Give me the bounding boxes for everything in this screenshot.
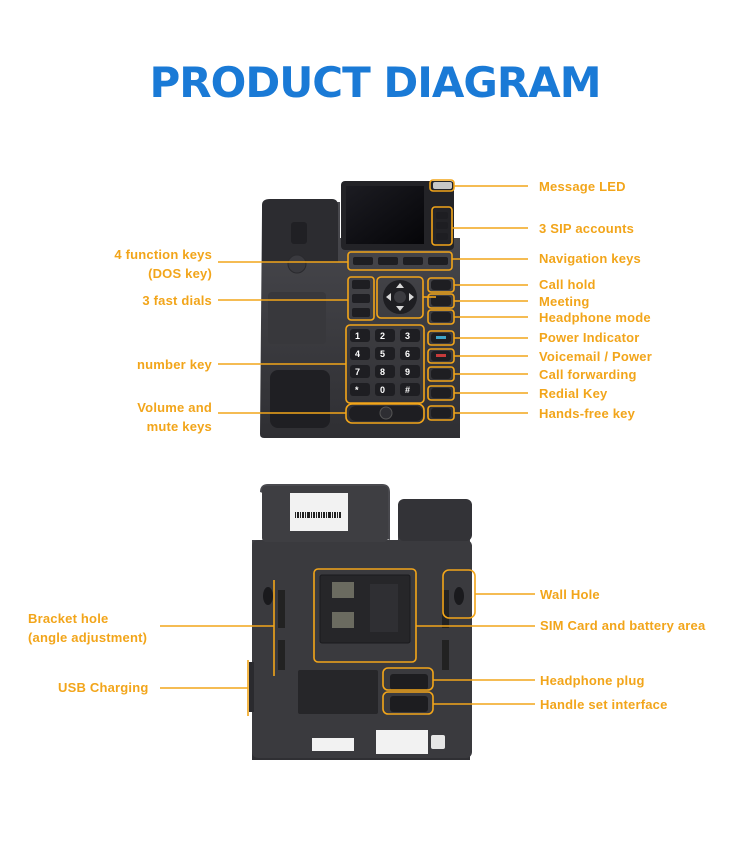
wall-hole-right xyxy=(454,587,464,605)
label-bracket-hole: Bracket hole (angle adjustment) xyxy=(28,609,147,647)
keypad-key xyxy=(350,347,370,360)
label-message-led: Message LED xyxy=(539,179,626,194)
bracket-hole-right-lower xyxy=(442,640,449,670)
usb-port xyxy=(249,662,254,712)
sip-key-1 xyxy=(436,212,448,219)
keypad-key xyxy=(400,347,420,360)
barcode-1 xyxy=(295,512,341,518)
keypad-key-label: 1 xyxy=(355,331,360,341)
label-volume-line2: mute keys xyxy=(146,419,212,434)
label-power-indicator: Power Indicator xyxy=(539,330,640,345)
headphone-port xyxy=(390,674,428,690)
label-sim-battery: SIM Card and battery area xyxy=(540,618,706,633)
label-call-forwarding: Call forwarding xyxy=(539,367,637,382)
keypad-key xyxy=(400,365,420,378)
keypad-key-label: 3 xyxy=(405,331,410,341)
sip-key-3 xyxy=(436,233,448,240)
keypad-key xyxy=(400,383,420,396)
speaker-grill xyxy=(268,292,326,344)
right-function-keys xyxy=(431,280,451,418)
bracket-hole-left-lower xyxy=(278,640,285,670)
keypad-key-label: * xyxy=(355,385,359,395)
bottom-rating-label xyxy=(376,730,428,754)
bottom-small-label xyxy=(431,735,445,749)
label-redial-key: Redial Key xyxy=(539,386,608,401)
label-voicemail-power: Voicemail / Power xyxy=(539,349,652,364)
keypad-key-label: 5 xyxy=(380,349,385,359)
label-bracket-hole-line2: (angle adjustment) xyxy=(28,630,148,645)
keypad-key-label: 2 xyxy=(380,331,385,341)
keypad-key-label: 9 xyxy=(405,367,410,377)
battery-slot xyxy=(370,584,398,632)
label-headphone-mode: Headphone mode xyxy=(539,310,651,325)
keypad-key-label: 7 xyxy=(355,367,360,377)
wall-hole-left xyxy=(263,587,273,605)
keypad-key-label: 8 xyxy=(380,367,385,377)
function-keys xyxy=(353,257,448,265)
keypad-key xyxy=(375,347,395,360)
navigation-ok xyxy=(394,291,406,303)
keypad-key xyxy=(350,365,370,378)
label-volume-keys: Volume and mute keys xyxy=(80,398,212,436)
label-number-key: number key xyxy=(137,357,212,372)
label-meeting: Meeting xyxy=(539,294,590,309)
keypad: 1 2 3 4 5 6 7 8 9 * 0 # xyxy=(350,329,420,396)
label-call-hold: Call hold xyxy=(539,277,596,292)
voicemail-light xyxy=(436,354,446,357)
label-function-keys: 4 function keys (DOS key) xyxy=(80,245,212,283)
power-indicator-light xyxy=(436,336,446,339)
lcd-screen xyxy=(346,186,424,244)
label-sip-accounts: 3 SIP accounts xyxy=(539,221,635,236)
keypad-key xyxy=(375,383,395,396)
keypad-key xyxy=(350,329,370,342)
label-wall-hole: Wall Hole xyxy=(540,587,600,602)
keypad-key xyxy=(400,329,420,342)
bracket-hole-left-upper xyxy=(278,590,285,628)
label-function-keys-line1: 4 function keys xyxy=(114,247,212,262)
keypad-key-label: 6 xyxy=(405,349,410,359)
label-handle-set: Handle set interface xyxy=(540,697,668,712)
fast-dial-keys xyxy=(352,280,370,317)
bottom-barcode-label xyxy=(312,738,354,751)
phone-back xyxy=(249,484,472,760)
label-function-keys-line2: (DOS key) xyxy=(148,266,212,281)
sim-slot-1 xyxy=(332,582,354,598)
keypad-key-label: 0 xyxy=(380,385,385,395)
label-fast-dials: 3 fast dials xyxy=(142,293,212,308)
label-navigation-keys: Navigation keys xyxy=(539,251,641,266)
keypad-key-label: # xyxy=(405,385,410,395)
handset-port xyxy=(390,696,428,712)
label-headphone-plug: Headphone plug xyxy=(540,673,645,688)
page-title: PRODUCT DIAGRAM xyxy=(149,58,602,107)
stand-top xyxy=(398,499,472,541)
label-handsfree-key: Hands-free key xyxy=(539,406,636,421)
keypad-key xyxy=(375,365,395,378)
message-led xyxy=(433,182,452,189)
sim-slot-2 xyxy=(332,612,354,628)
keypad-key xyxy=(375,329,395,342)
hook-switch xyxy=(291,222,307,244)
keypad-key-label: 4 xyxy=(355,349,360,359)
bottom-recess xyxy=(298,670,378,714)
label-usb-charging: USB Charging xyxy=(58,680,149,695)
label-bracket-hole-line1: Bracket hole xyxy=(28,611,109,626)
bracket-hole-right-upper xyxy=(442,590,449,628)
cradle-nub xyxy=(287,254,307,274)
keypad-key xyxy=(350,383,370,396)
callout-lines xyxy=(160,179,535,716)
sip-key-2 xyxy=(436,222,448,229)
lower-cradle xyxy=(270,370,330,428)
label-volume-line1: Volume and xyxy=(137,400,212,415)
